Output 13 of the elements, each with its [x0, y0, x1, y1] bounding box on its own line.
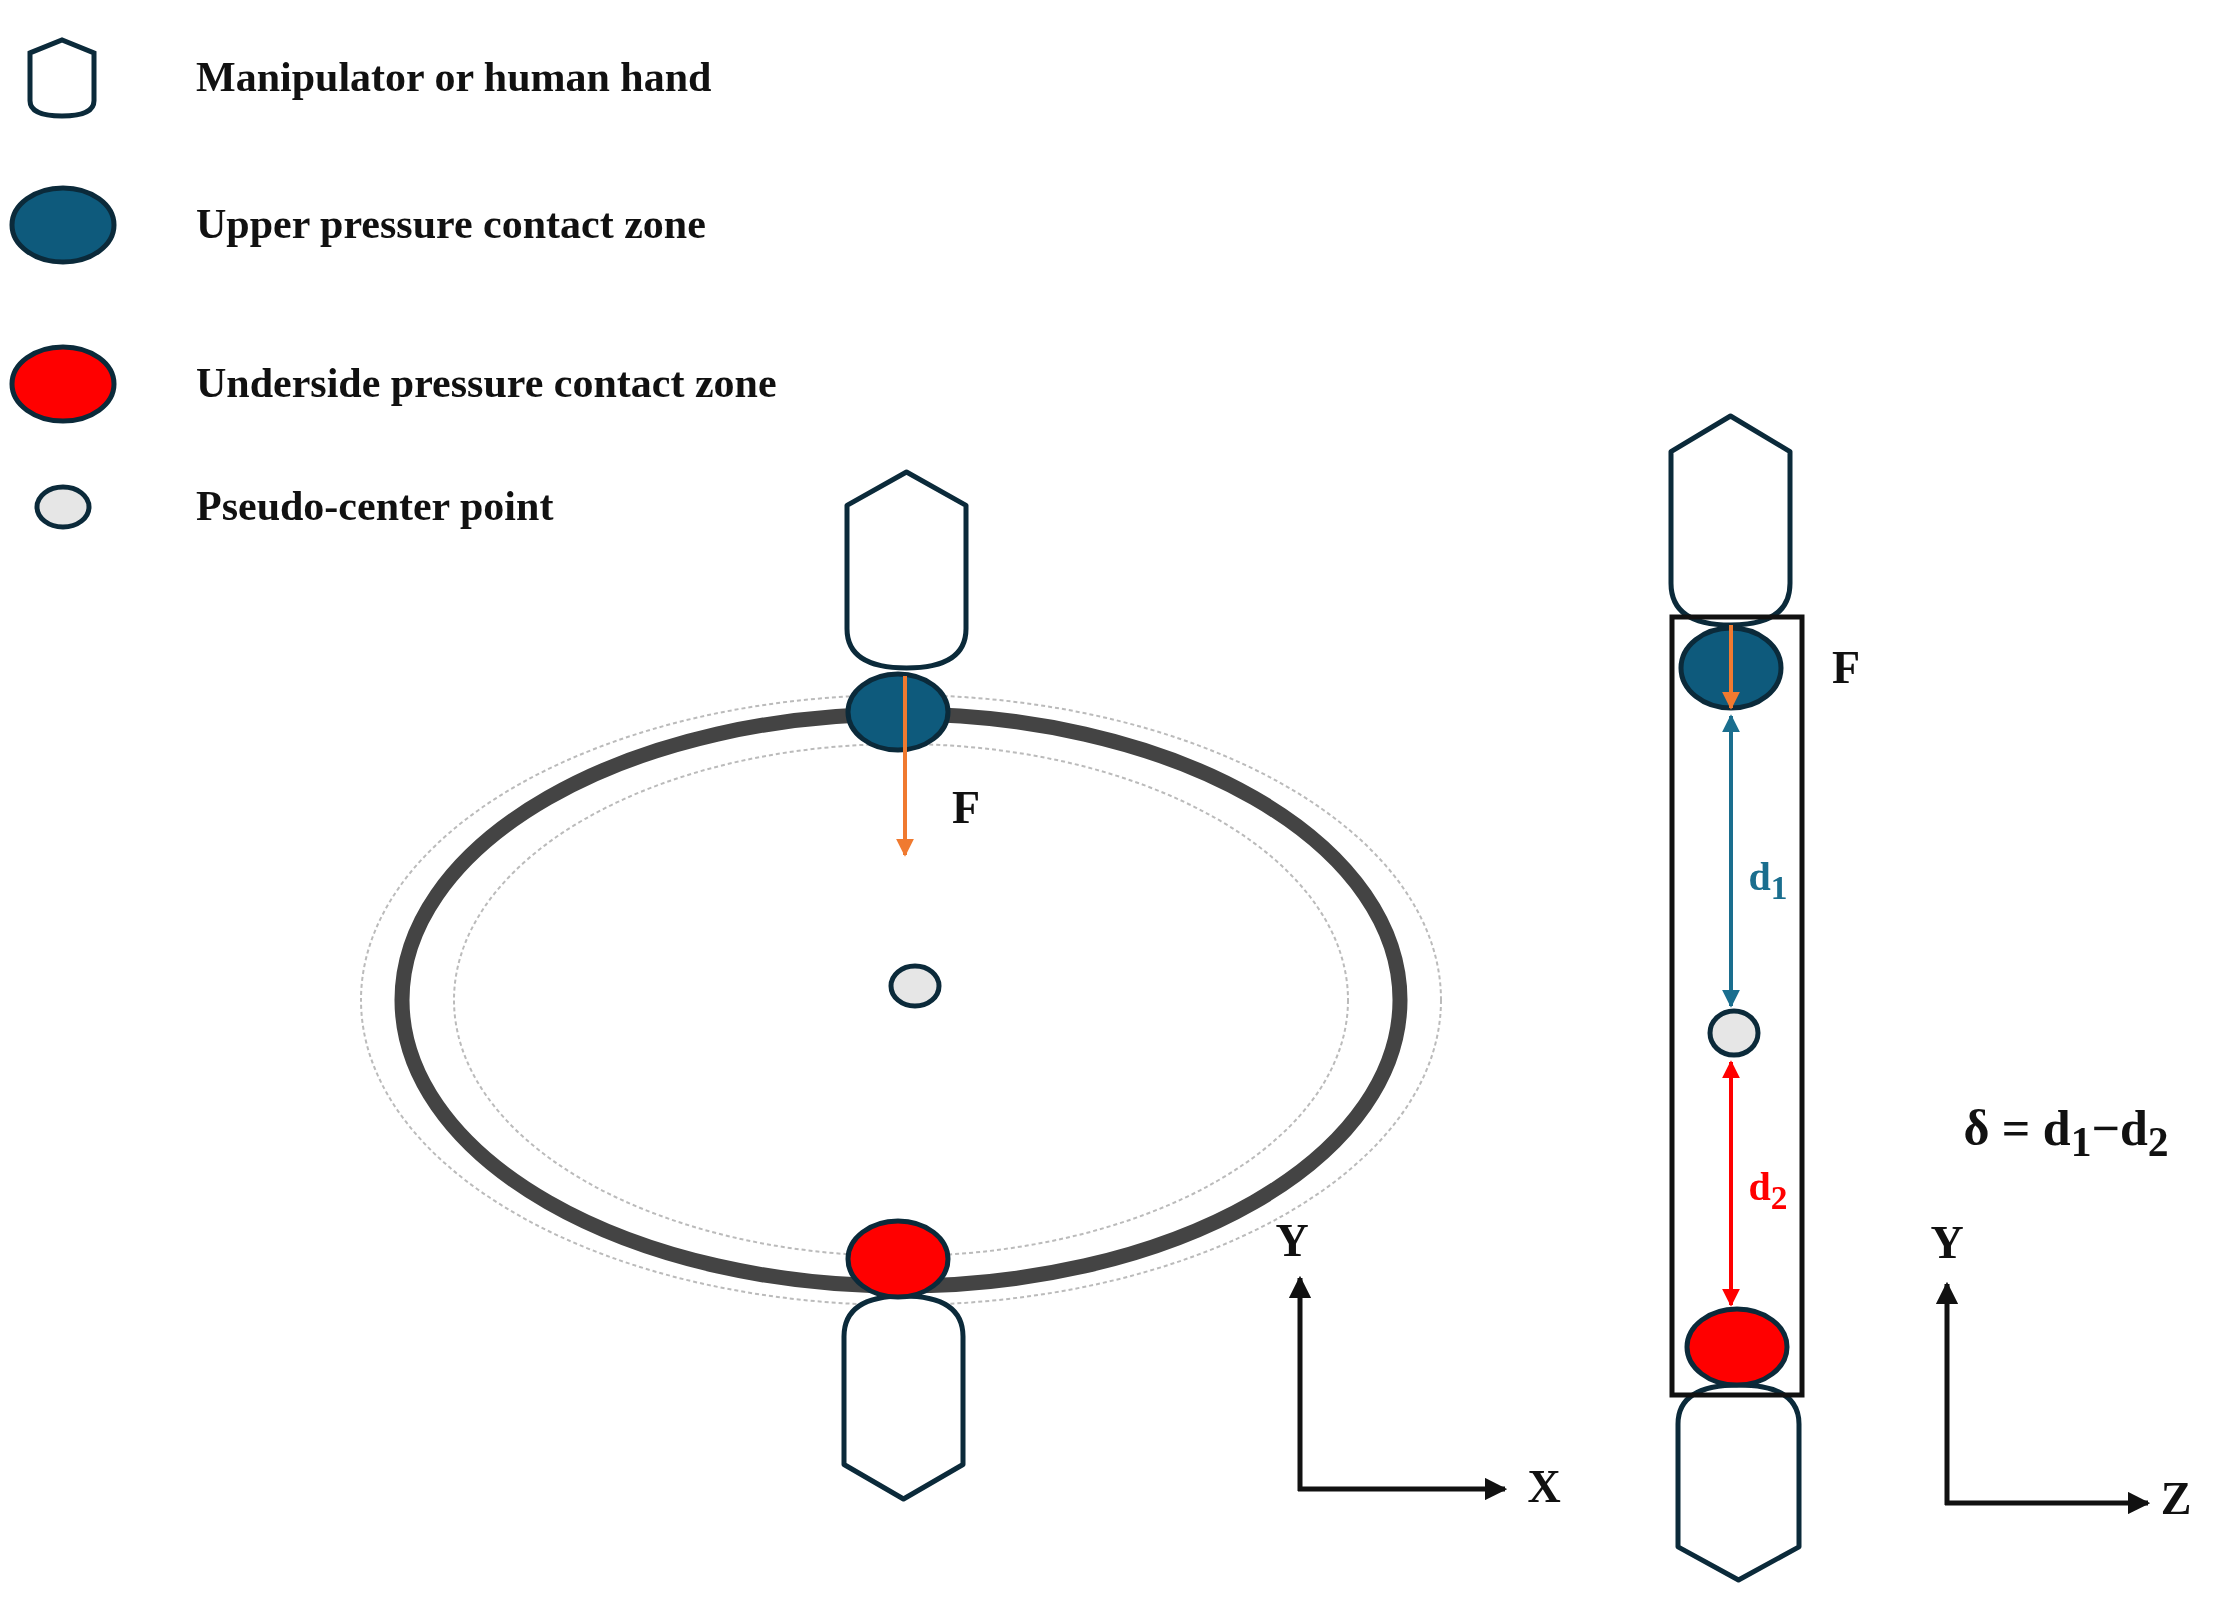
distance-label: d$_{1}$ — [1748, 857, 1788, 905]
axis-label: Y — [1930, 1220, 1964, 1266]
axis-label: Z — [2160, 1476, 2192, 1522]
axis-label: X — [1527, 1464, 1561, 1510]
force-label: F — [1831, 645, 1861, 691]
axis-label: Y — [1275, 1218, 1309, 1264]
legend-label: Upper pressure contact zone — [196, 203, 706, 245]
formula-label: δ = d$_{1}$−d$_{2}$ — [1963, 1102, 2169, 1164]
force-label: F — [951, 785, 981, 831]
legend-label: Manipulator or human hand — [196, 56, 712, 98]
legend-label: Underside pressure contact zone — [196, 362, 777, 404]
distance-label: d$_{2}$ — [1748, 1167, 1788, 1215]
legend-label: Pseudo-center point — [196, 485, 554, 527]
